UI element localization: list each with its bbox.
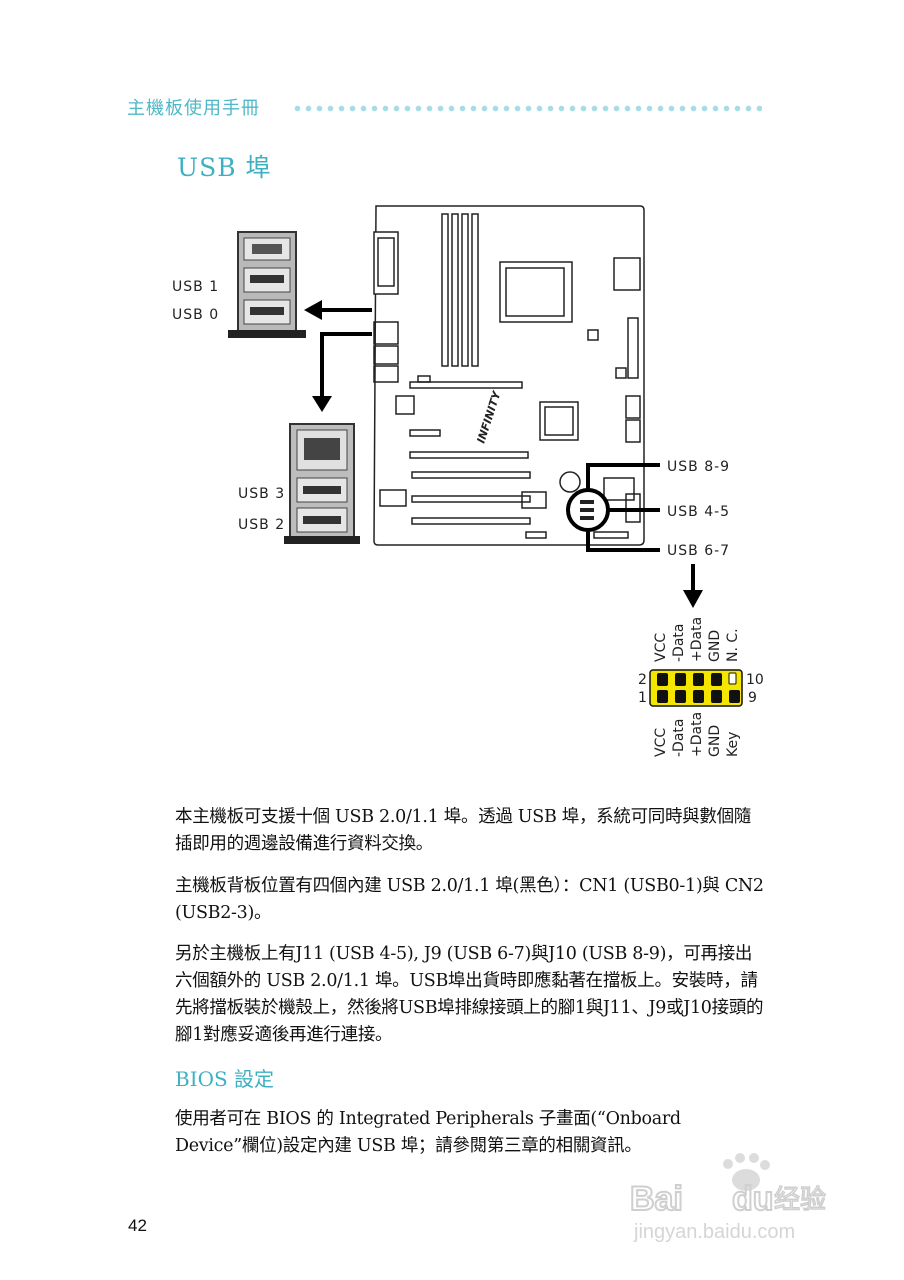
watermark-cn: 经验 <box>774 1184 826 1214</box>
pin-number-2: 2 <box>638 672 647 688</box>
label-usb67: USB 6-7 <box>667 543 730 559</box>
watermark-brand: Bai <box>630 1180 683 1218</box>
rear-usb-connector-top <box>228 231 306 338</box>
svg-text:VCC: VCC <box>653 728 669 757</box>
rear-usb-connector-bottom <box>284 423 360 544</box>
usb-pin-header <box>649 669 743 707</box>
paw-icon <box>723 1153 770 1191</box>
page-number: 42 <box>128 1216 147 1235</box>
label-usb1: USB 1 <box>172 279 219 295</box>
callout-lines <box>586 463 660 552</box>
svg-text:GND: GND <box>707 725 723 757</box>
label-usb3: USB 3 <box>238 486 285 502</box>
usb-diagram: INFINITY USB 1 USB 0 USB 3 USB 2 USB 8-9… <box>172 205 764 757</box>
running-header: 主機板使用手冊 <box>127 98 260 119</box>
paragraph-4: 使用者可在 BIOS 的 Integrated Peripherals 子畫面(… <box>175 1109 681 1156</box>
svg-text:N. C.: N. C. <box>725 628 741 662</box>
connector-arrows <box>318 308 372 398</box>
svg-text:+Data: +Data <box>689 712 705 757</box>
header-pin-labels-top: VCC -Data +Data GND N. C. <box>653 617 741 662</box>
motherboard <box>373 205 645 546</box>
header-dotted-rule <box>292 104 762 113</box>
header-arrow-head <box>683 590 703 608</box>
pin-number-10: 10 <box>746 672 764 688</box>
label-usb45: USB 4-5 <box>667 504 730 520</box>
svg-text:-Data: -Data <box>671 719 687 757</box>
svg-text:+Data: +Data <box>689 617 705 662</box>
svg-text:-Data: -Data <box>671 624 687 662</box>
paragraph-3: 另於主機板上有J11 (USB 4-5), J9 (USB 6-7)與J10 (… <box>175 944 764 1045</box>
label-usb89: USB 8-9 <box>667 459 730 475</box>
pin-number-1: 1 <box>638 690 647 706</box>
svg-text:VCC: VCC <box>653 633 669 662</box>
bios-subtitle: BIOS 設定 <box>175 1067 275 1091</box>
paragraph-1: 本主機板可支援十個 USB 2.0/1.1 埠。透過 USB 埠，系統可同時與數… <box>175 807 751 854</box>
watermark-url: jingyan.baidu.com <box>633 1221 795 1243</box>
arrow-down-head <box>312 396 332 412</box>
label-usb2: USB 2 <box>238 517 285 533</box>
onboard-usb-headers <box>580 500 594 520</box>
arrow-left-head <box>304 300 322 320</box>
header-pin-labels-bottom: VCC -Data +Data GND Key <box>653 712 741 757</box>
paragraph-2: 主機板背板位置有四個內建 USB 2.0/1.1 埠(黑色）：CN1 (USB0… <box>175 876 764 923</box>
watermark-brand-2: du <box>732 1180 774 1218</box>
baidu-watermark: Bai du 经验 jingyan.baidu.com <box>629 1153 827 1243</box>
svg-text:Key: Key <box>725 732 741 757</box>
svg-text:GND: GND <box>707 630 723 662</box>
pin-number-9: 9 <box>748 690 757 706</box>
label-usb0: USB 0 <box>172 307 219 323</box>
section-title: USB 埠 <box>177 153 272 182</box>
